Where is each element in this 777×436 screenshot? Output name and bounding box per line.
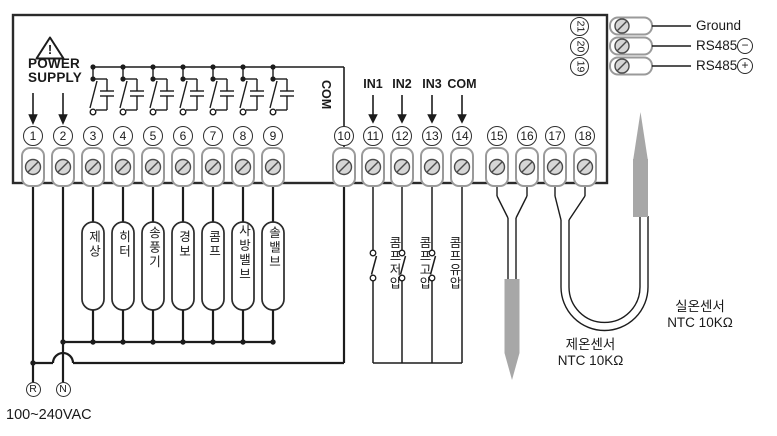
digital-input-wires [369, 185, 463, 364]
defrost-sensor-name: 제온센서 [565, 337, 616, 352]
terminal-number-20: 20 [570, 36, 589, 56]
switch-label-comp-oil-pressure: 콤프유압 [447, 236, 461, 290]
controller-outline [11, 13, 609, 185]
power-supply-label-line1: POWER [28, 56, 81, 71]
terminal-number-11: 11 [363, 126, 383, 146]
input-header-com: COM [447, 77, 477, 91]
terminal-blocks [21, 147, 597, 187]
rs485-plus-icon: + [737, 58, 753, 74]
room-sensor-name: 실온센서 [675, 299, 725, 314]
terminal-number-10: 10 [334, 126, 354, 146]
defrost-sensor-probe [496, 186, 528, 380]
terminal-number-16: 16 [517, 126, 537, 146]
rs485-minus-icon: − [737, 38, 753, 54]
terminal-number-14: 14 [452, 126, 472, 146]
live-terminal-r: R [25, 381, 41, 397]
switch-label-comp-low-pressure: 콤프저압 [387, 236, 401, 290]
terminal-number-12: 12 [392, 126, 412, 146]
comm-label-rs485-plus: RS485 [696, 58, 738, 73]
load-label-alarm: 경보 [176, 230, 191, 259]
terminal-number-18: 18 [575, 126, 595, 146]
relay-contacts [89, 63, 295, 116]
terminal-number-21: 21 [570, 16, 589, 36]
terminal-number-1: 1 [23, 126, 43, 146]
terminal-number-8: 8 [233, 126, 253, 146]
terminal-number-4: 4 [113, 126, 133, 146]
comm-label-rs485-minus: RS485 [696, 38, 738, 53]
load-label-sol-valve: 솔밸브 [266, 226, 281, 270]
room-sensor-label: 실온센서 NTC 10KΩ [645, 299, 755, 330]
load-label-4way-valve: 사방밸브 [236, 224, 251, 282]
switch-label-comp-high-pressure: 콤프고압 [417, 236, 431, 290]
terminal-number-9: 9 [263, 126, 283, 146]
room-sensor-spec: NTC 10KΩ [667, 314, 733, 330]
supply-voltage-label: 100~240VAC [6, 407, 92, 423]
terminal-number-7: 7 [203, 126, 223, 146]
input-arrows [368, 95, 467, 124]
neutral-terminal-n: N [55, 381, 71, 397]
terminal-number-13: 13 [422, 126, 442, 146]
warning-exclamation: ! [47, 42, 53, 57]
input-header-in1: IN1 [363, 77, 383, 91]
power-wires [30, 186, 346, 382]
load-label-defrost: 제상 [86, 230, 101, 259]
power-supply-label-line2: SUPPLY [28, 70, 82, 85]
input-header-in3: IN3 [422, 77, 442, 91]
terminal-number-5: 5 [143, 126, 163, 146]
terminal-number-3: 3 [83, 126, 103, 146]
terminal-number-15: 15 [487, 126, 507, 146]
terminal-number-17: 17 [545, 126, 565, 146]
terminal-number-2: 2 [53, 126, 73, 146]
comm-terminal-blocks [609, 16, 691, 76]
power-arrows [28, 93, 68, 125]
relay-com-label: COM [319, 80, 333, 110]
warning-triangle-icon [35, 36, 65, 60]
load-label-heater: 히터 [116, 230, 131, 259]
terminal-number-6: 6 [173, 126, 193, 146]
load-label-compressor: 콤프 [206, 230, 221, 259]
terminal-number-19: 19 [570, 56, 589, 76]
defrost-sensor-spec: NTC 10KΩ [557, 352, 624, 368]
input-header-in2: IN2 [392, 77, 412, 91]
load-label-fan: 송풍기 [146, 226, 161, 270]
room-sensor-probe [554, 112, 649, 332]
comm-label-ground: Ground [696, 18, 742, 33]
defrost-sensor-label: 제온센서 NTC 10KΩ [528, 337, 653, 368]
